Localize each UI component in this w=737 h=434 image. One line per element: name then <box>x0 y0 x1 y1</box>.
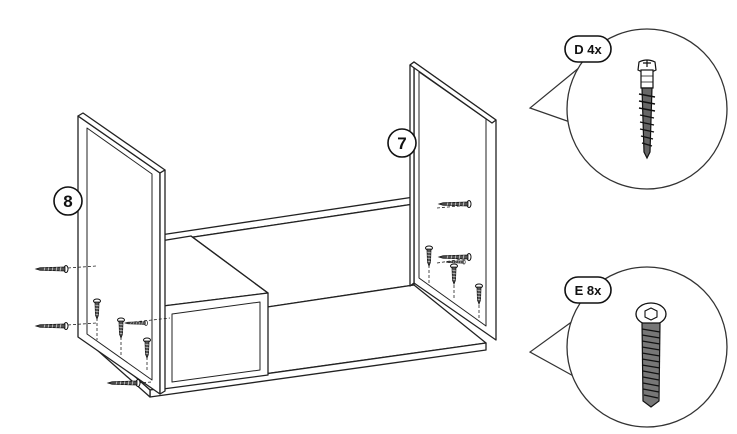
side-panel-left <box>77 112 166 395</box>
callout-cam-screw-label: D 4x <box>574 42 602 57</box>
callout-cam-screw: D 4x <box>528 28 728 190</box>
bolt-icon <box>635 302 667 408</box>
part-number-8: 8 <box>63 192 72 211</box>
cam-screw-icon <box>637 59 657 160</box>
callout-bolt-label: E 8x <box>575 283 603 298</box>
part-number-7: 7 <box>397 134 406 153</box>
part-label-8: 8 <box>53 186 83 216</box>
side-panel-right <box>409 61 497 341</box>
callout-bolt: E 8x <box>528 266 728 428</box>
part-label-7: 7 <box>387 128 417 158</box>
screws <box>35 200 483 387</box>
